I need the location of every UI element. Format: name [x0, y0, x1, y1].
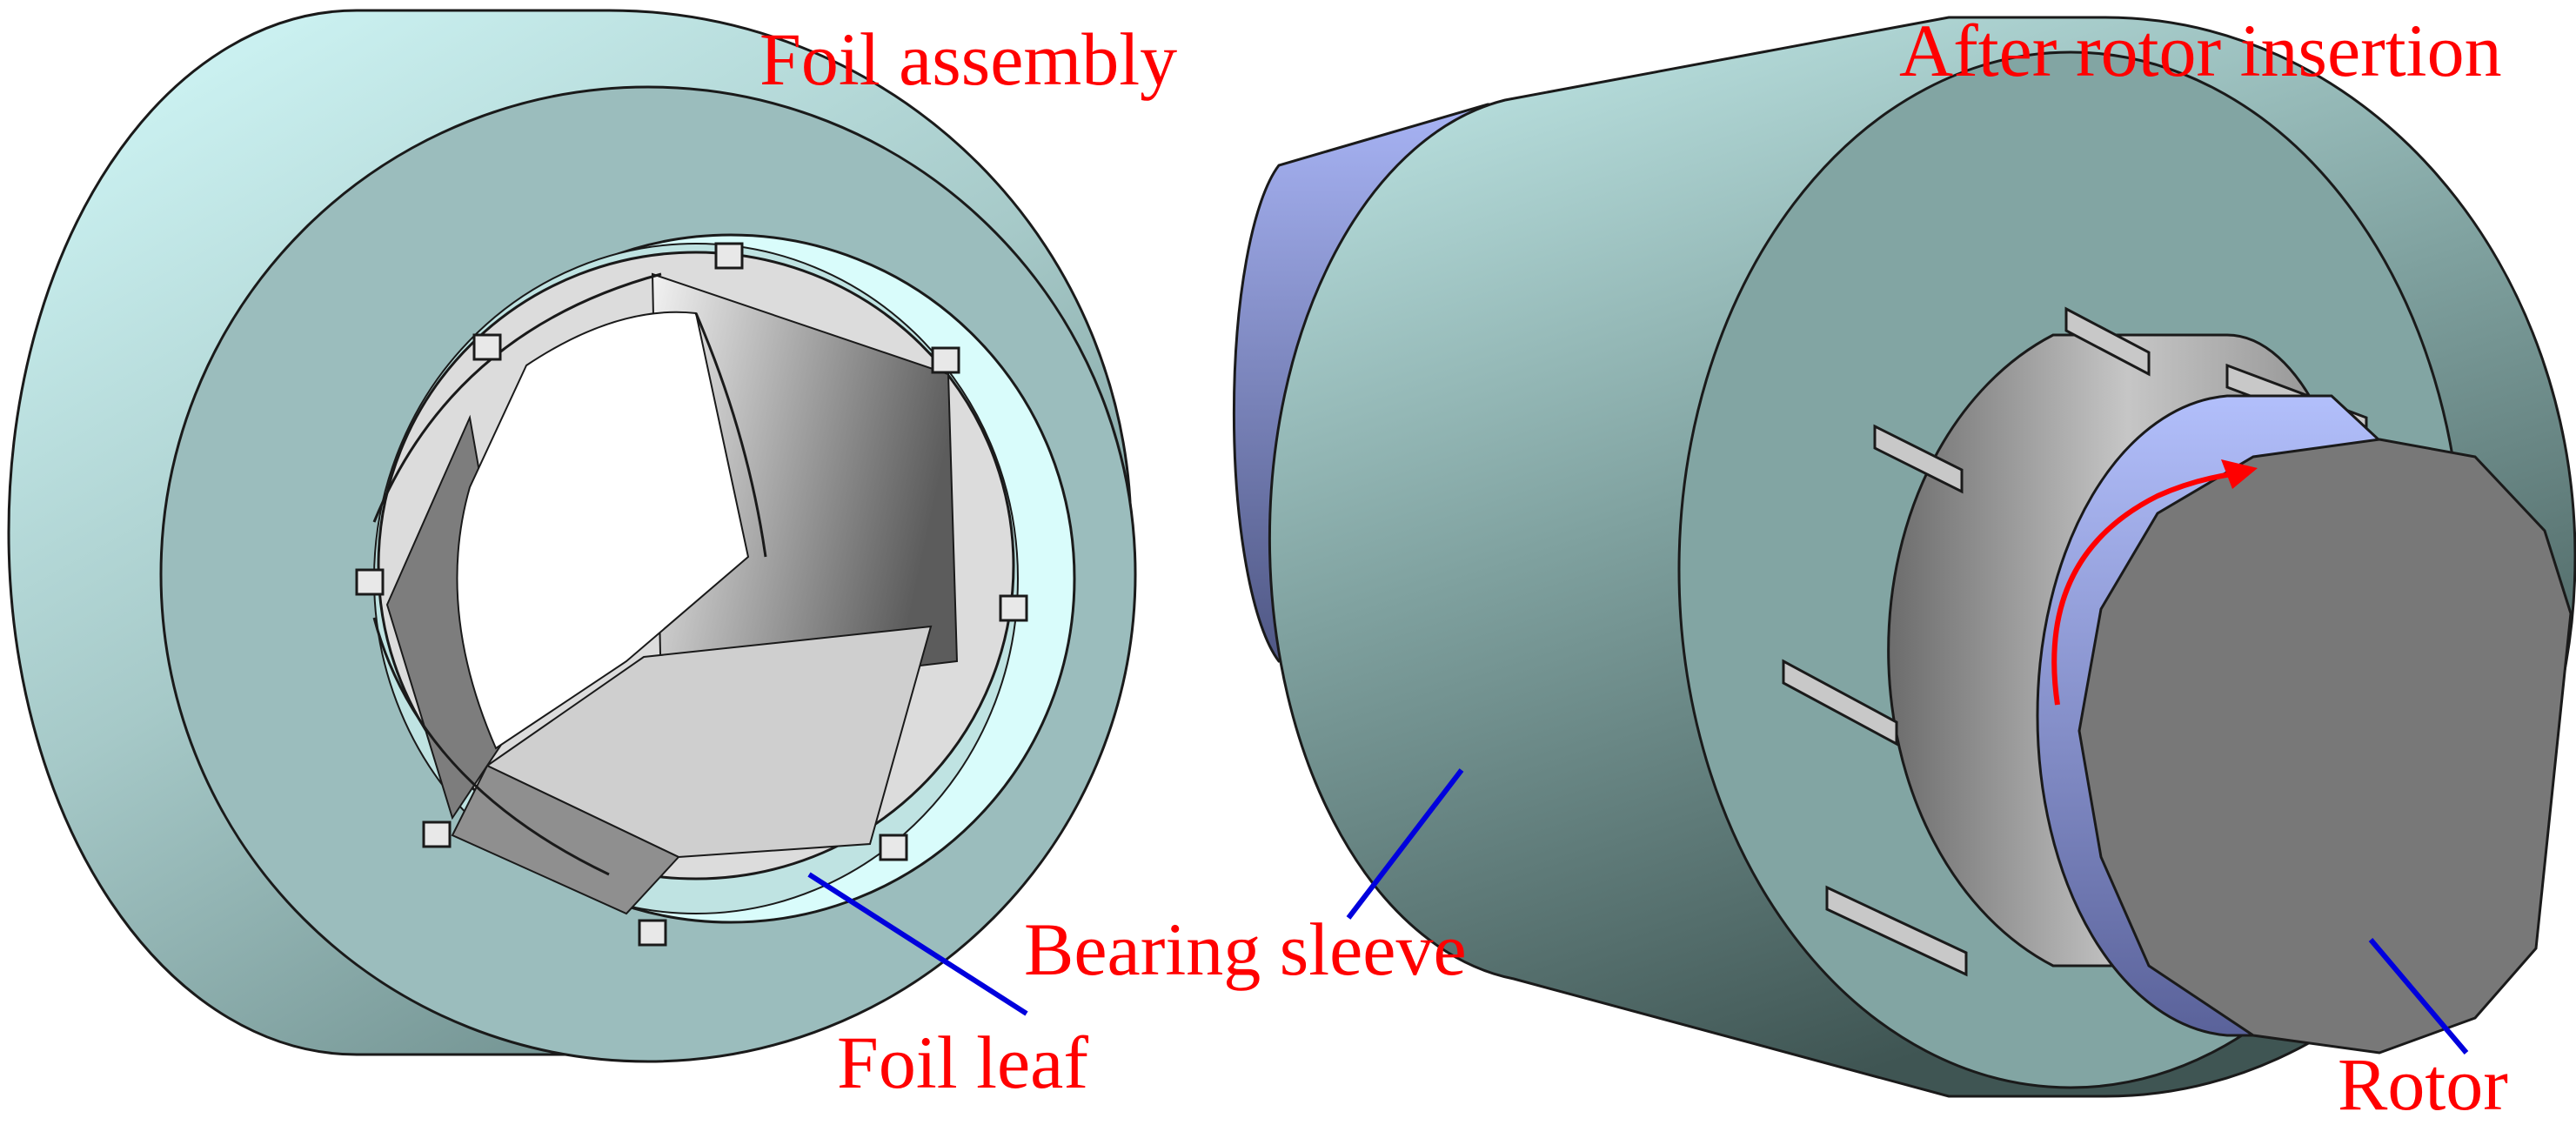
foil-assembly-view: [7, 9, 1137, 1063]
foil-leaves: [355, 242, 1028, 947]
leader-line-bearing-sleeve: [1346, 768, 1464, 920]
label-foil-assembly: Foil assembly: [759, 17, 1177, 101]
leader-line-foil-leaf: [807, 872, 1028, 1016]
label-foil-leaf: Foil leaf: [837, 1021, 1088, 1104]
label-rotor: Rotor: [2338, 1042, 2508, 1125]
rotor-end-face: [2078, 438, 2573, 1055]
curved-arrow-icon: [2051, 459, 2258, 706]
leader-line-rotor: [2368, 938, 2469, 1055]
label-after-rotor-insertion: After rotor insertion: [1899, 9, 2502, 92]
rotor: [2036, 394, 2573, 1055]
label-bearing-sleeve: Bearing sleeve: [1024, 907, 1467, 991]
after-rotor-insertion-view: [1232, 16, 2576, 1098]
